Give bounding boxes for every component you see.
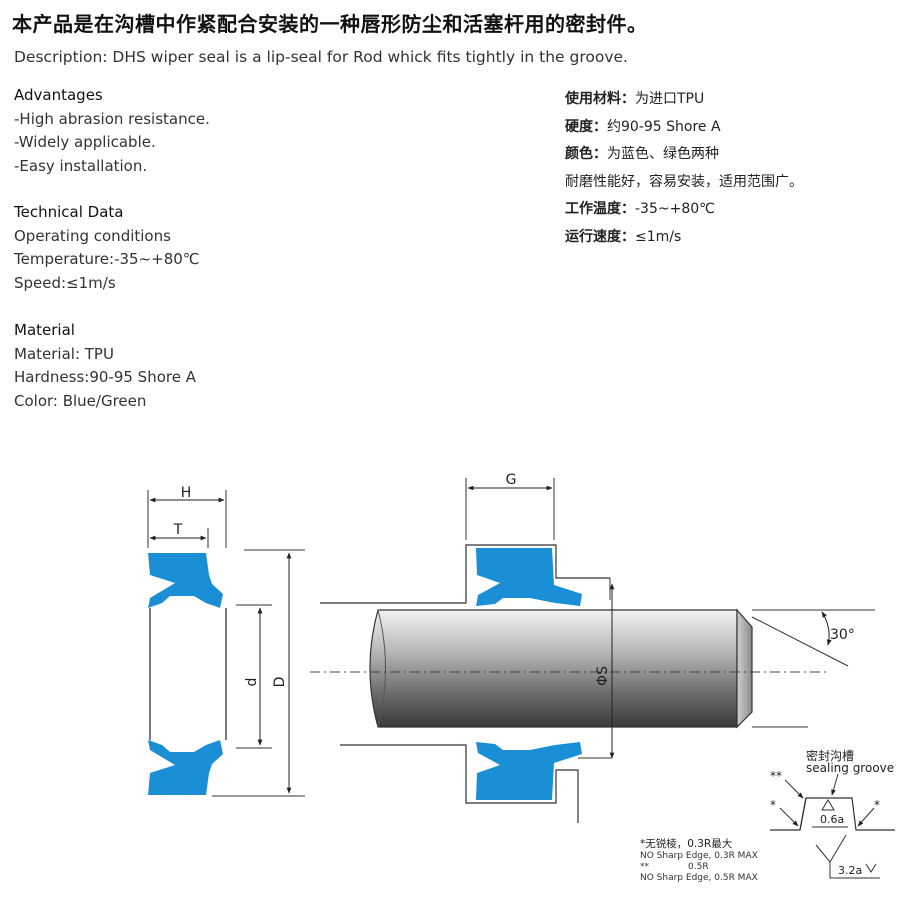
material-line: Color: Blue/Green: [14, 391, 147, 410]
seal-section-drawing: H T d D: [147, 485, 305, 797]
groove-detail: 密封沟槽 sealing groove ** * * 0.6a 3.2a: [770, 748, 895, 879]
cn-spec-material: 使用材料：为进口TPU: [565, 86, 803, 114]
mark-single-left: *: [770, 798, 776, 812]
advantages-heading: Advantages: [14, 86, 103, 104]
cn-spec-label: 工作温度：: [565, 201, 635, 218]
edge-notes: *无锐棱，0.3R最大 NO Sharp Edge, 0.3R MAX ** 0…: [640, 837, 758, 883]
cn-spec-hardness: 硬度：约90-95 Shore A: [565, 114, 803, 142]
material-line: Hardness:90-95 Shore A: [14, 368, 196, 386]
groove-label-cn: 密封沟槽: [806, 748, 854, 763]
note-line-2: NO Sharp Edge, 0.3R MAX: [640, 851, 758, 861]
note-line-1: *无锐棱，0.3R最大: [640, 837, 733, 850]
dim-d-label: d: [244, 678, 260, 687]
material-section: Material Material: TPU Hardness:90-95 Sh…: [14, 319, 196, 413]
rod-chamfer: [736, 608, 753, 729]
roughness-2: 3.2a: [838, 864, 862, 877]
cn-spec-label: 颜色：: [565, 146, 607, 163]
assembly-drawing: G ΦS 30°: [310, 472, 875, 823]
groove-label-en: sealing groove: [806, 761, 894, 775]
cn-spec-label: 运行速度：: [565, 228, 635, 245]
mark-single-right: *: [874, 798, 880, 812]
cn-spec-temperature: 工作温度：-35~+80℃: [565, 196, 803, 224]
page-title: 本产品是在沟槽中作紧配合安装的一种唇形防尘和活塞杆用的密封件。: [12, 12, 648, 36]
description: Description: DHS wiper seal is a lip-sea…: [14, 48, 628, 66]
cn-specs: 使用材料：为进口TPU 硬度：约90-95 Shore A 颜色：为蓝色、绿色两…: [565, 86, 803, 252]
note-line-4: NO Sharp Edge, 0.5R MAX: [640, 873, 758, 883]
assembly-seal-bottom: [476, 742, 582, 800]
cn-spec-label: 使用材料：: [565, 91, 635, 107]
cn-spec-value: -35~+80℃: [635, 201, 715, 218]
note-line-3-value: 0.5R: [688, 862, 709, 872]
mark-double: **: [770, 769, 782, 783]
technical-line: Speed:≤1m/s: [14, 273, 116, 292]
dim-t-label: T: [173, 522, 183, 538]
cn-spec-feature: 耐磨性能好，容易安装，适用范围广。: [565, 169, 803, 197]
material-heading: Material: [14, 321, 75, 339]
seal-profile-bottom: [148, 740, 223, 795]
assembly-seal-top: [476, 548, 582, 606]
dim-g-label: G: [506, 472, 517, 488]
cn-spec-value: 约90-95 Shore A: [607, 118, 721, 135]
advantage-item: -Widely applicable.: [14, 133, 156, 151]
dim-s-label: ΦS: [595, 666, 611, 686]
technical-heading: Technical Data: [14, 203, 124, 221]
cn-spec-value: 为进口TPU: [635, 91, 705, 107]
note-line-3-mark: **: [640, 862, 650, 872]
material-line: Material: TPU: [14, 344, 114, 363]
advantages-section: Advantages -High abrasion resistance. -W…: [14, 84, 210, 178]
cn-spec-value: 为蓝色、绿色两种: [607, 146, 719, 163]
dim-big-d-label: D: [272, 677, 288, 688]
seal-profile-top: [148, 553, 223, 608]
technical-section: Technical Data Operating conditions Temp…: [14, 201, 200, 295]
advantage-item: -Easy installation.: [14, 156, 148, 175]
advantage-item: -High abrasion resistance.: [14, 109, 210, 128]
technical-line: Operating conditions: [14, 226, 171, 245]
cn-spec-value: ≤1m/s: [635, 228, 682, 245]
cn-spec-speed: 运行速度：≤1m/s: [565, 224, 803, 252]
technical-line: Temperature:-35~+80℃: [14, 250, 200, 268]
cn-spec-value: 耐磨性能好，容易安装，适用范围广。: [565, 173, 803, 190]
angle-label: 30°: [830, 627, 855, 643]
roughness-1: 0.6a: [820, 813, 844, 826]
cn-spec-label: 硬度：: [565, 118, 607, 135]
rod: [369, 609, 738, 728]
dim-h-label: H: [181, 485, 192, 501]
cn-spec-color: 颜色：为蓝色、绿色两种: [565, 141, 803, 169]
